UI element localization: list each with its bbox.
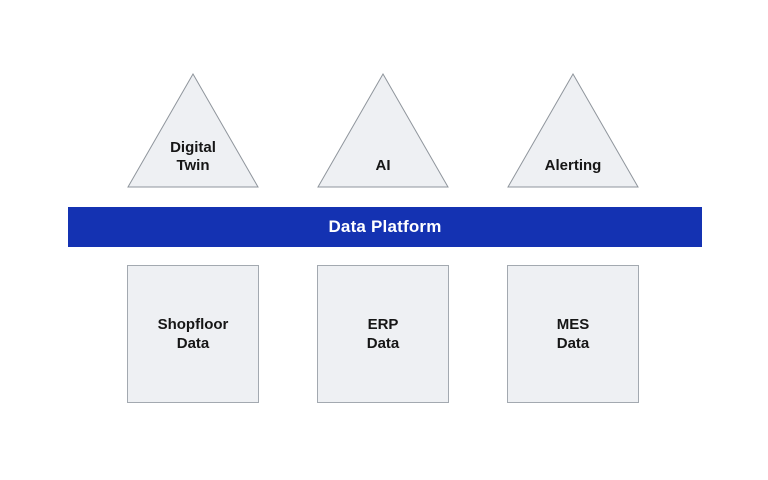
triangle-ai-label: AI xyxy=(375,157,391,174)
square-shopfloor-data-label: Shopfloor Data xyxy=(157,316,229,352)
square-erp-data: ERP Data xyxy=(317,265,449,403)
square-mes-data-label: MES Data xyxy=(556,316,590,352)
triangle-ai: AI xyxy=(317,73,449,188)
triangle-alerting: Alerting xyxy=(507,73,639,188)
triangle-shape xyxy=(127,73,259,188)
triangle-shape xyxy=(317,73,449,188)
triangle-shape xyxy=(507,73,639,188)
square-erp-data-label: ERP Data xyxy=(366,316,400,352)
triangle-digital-twin-label: Digital Twin xyxy=(170,139,216,174)
triangle-digital-twin: Digital Twin xyxy=(127,73,259,188)
data-platform-bar-label: Data Platform xyxy=(328,217,442,236)
data-platform-bar: Data Platform xyxy=(68,207,702,247)
triangle-alerting-label: Alerting xyxy=(544,157,602,174)
square-mes-data: MES Data xyxy=(507,265,639,403)
square-shopfloor-data: Shopfloor Data xyxy=(127,265,259,403)
